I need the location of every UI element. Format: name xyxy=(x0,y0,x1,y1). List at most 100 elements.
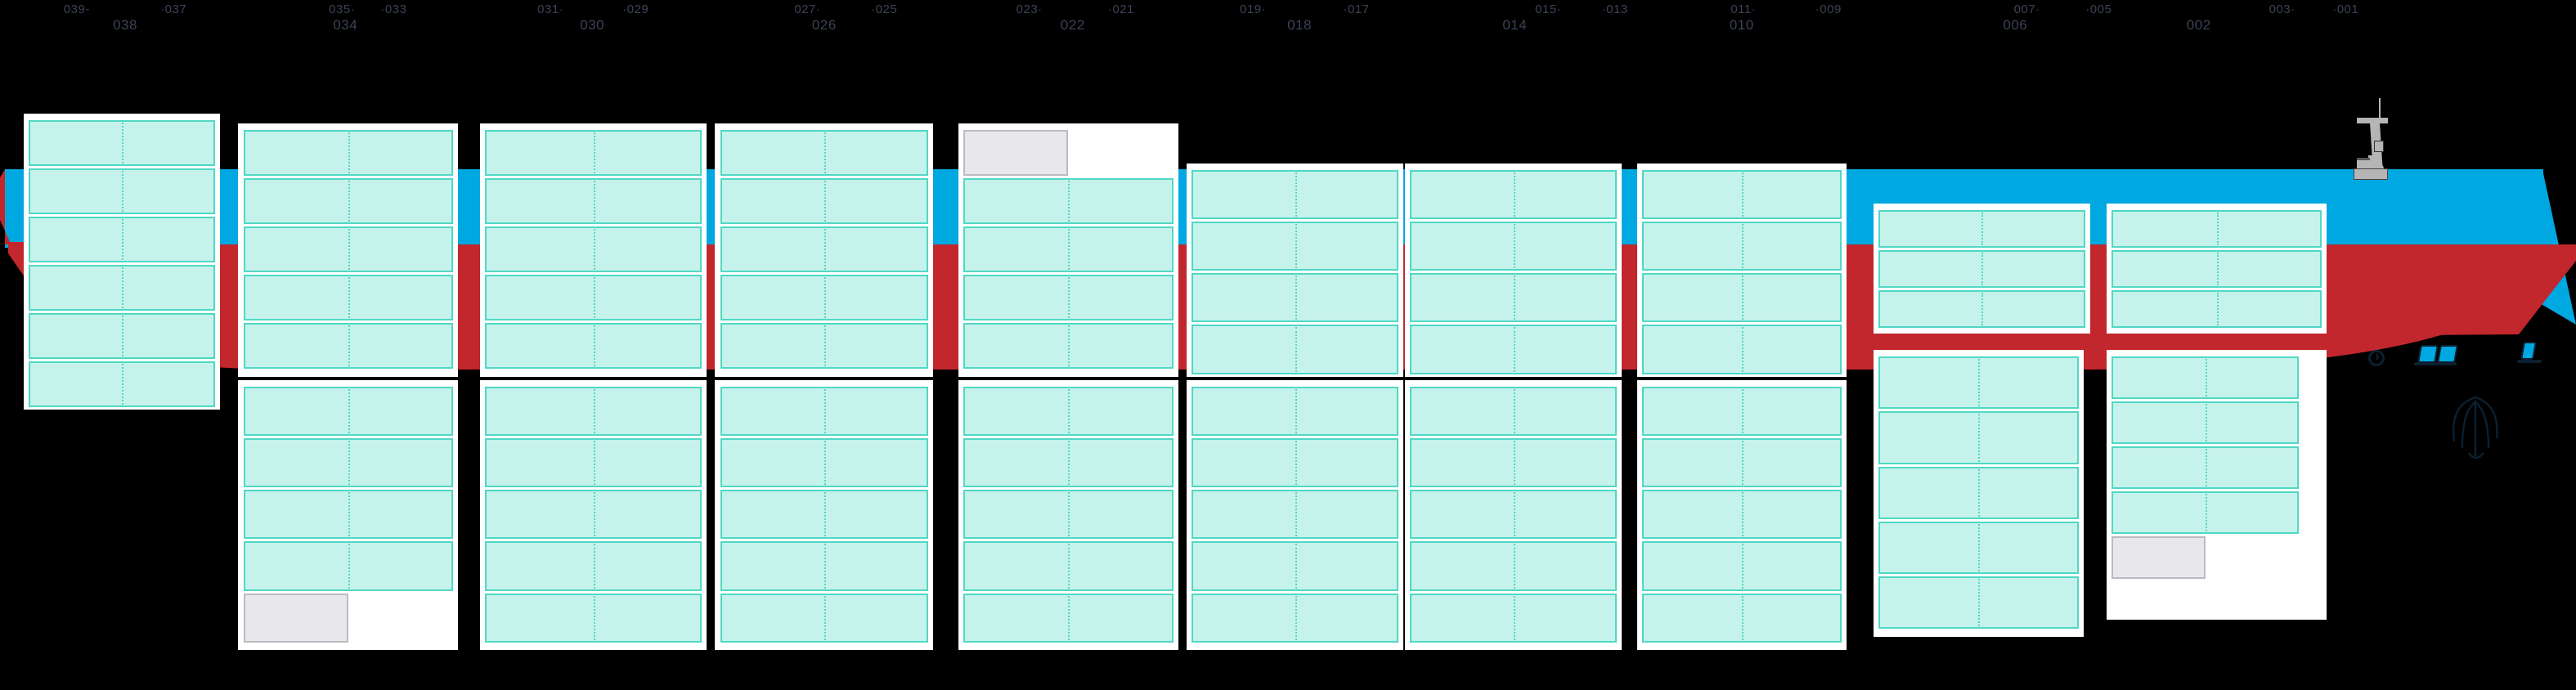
container-slot[interactable] xyxy=(963,541,1174,591)
container-slot[interactable] xyxy=(963,226,1174,273)
container-slot[interactable] xyxy=(720,275,929,321)
container-slot[interactable] xyxy=(963,386,1174,436)
container-slot[interactable] xyxy=(1410,222,1618,271)
container-slot[interactable] xyxy=(243,275,454,321)
container-slot[interactable] xyxy=(1192,325,1399,374)
bay-label-odd: ·013 xyxy=(1601,2,1628,16)
container-slot[interactable] xyxy=(1410,541,1618,591)
container-slot[interactable] xyxy=(2112,491,2299,535)
container-slot[interactable] xyxy=(243,323,454,370)
container-slot[interactable] xyxy=(1641,593,1842,643)
container-slot[interactable] xyxy=(485,129,702,177)
container-slot[interactable] xyxy=(1641,169,1842,220)
container-slot[interactable] xyxy=(1641,386,1842,436)
empty-container-slot[interactable] xyxy=(243,593,348,643)
container-slot[interactable] xyxy=(1641,325,1842,374)
container-slot[interactable] xyxy=(243,541,454,591)
container-slot[interactable] xyxy=(720,593,929,643)
container-slot[interactable] xyxy=(485,438,702,488)
container-slot[interactable] xyxy=(720,438,929,488)
container-slot[interactable] xyxy=(243,490,454,540)
container-slot[interactable] xyxy=(963,438,1174,488)
container-slot[interactable] xyxy=(963,323,1174,370)
container-slot[interactable] xyxy=(28,313,215,360)
mast-crosstree-icon xyxy=(2357,118,2388,123)
container-slot[interactable] xyxy=(243,129,454,177)
container-slot[interactable] xyxy=(1878,576,2079,630)
container-slot[interactable] xyxy=(963,593,1174,643)
container-slot[interactable] xyxy=(243,386,454,436)
container-slot[interactable] xyxy=(1878,466,2079,519)
bay-label-even: 026 xyxy=(811,17,837,33)
container-slot[interactable] xyxy=(1641,490,1842,540)
mast-deckhouse-icon xyxy=(2354,168,2388,180)
container-slot[interactable] xyxy=(28,216,215,262)
container-slot[interactable] xyxy=(28,265,215,311)
container-slot[interactable] xyxy=(28,119,215,166)
container-slot[interactable] xyxy=(28,361,215,408)
bay-label-even: 018 xyxy=(1287,17,1313,33)
container-slot[interactable] xyxy=(1878,249,2085,288)
container-slot[interactable] xyxy=(1641,438,1842,488)
container-slot[interactable] xyxy=(1192,386,1399,436)
container-slot[interactable] xyxy=(1878,209,2085,248)
container-slot[interactable] xyxy=(1878,411,2079,464)
container-slot[interactable] xyxy=(2112,209,2322,248)
container-slot[interactable] xyxy=(963,178,1174,225)
empty-container-slot[interactable] xyxy=(963,129,1069,177)
container-slot[interactable] xyxy=(485,490,702,540)
container-slot[interactable] xyxy=(1410,593,1618,643)
container-slot[interactable] xyxy=(243,178,454,225)
bay-label-odd: 023· xyxy=(1016,2,1043,16)
container-slot[interactable] xyxy=(1641,222,1842,271)
container-slot[interactable] xyxy=(720,178,929,225)
container-slot[interactable] xyxy=(1410,386,1618,436)
container-slot[interactable] xyxy=(720,129,929,177)
container-slot[interactable] xyxy=(1641,273,1842,323)
container-slot[interactable] xyxy=(2112,249,2322,288)
container-slot[interactable] xyxy=(2112,446,2299,490)
container-slot[interactable] xyxy=(1192,169,1399,220)
container-slot[interactable] xyxy=(1878,521,2079,575)
container-slot[interactable] xyxy=(485,275,702,321)
container-slot[interactable] xyxy=(485,178,702,225)
container-slot[interactable] xyxy=(2112,356,2299,400)
container-slot[interactable] xyxy=(28,168,215,214)
container-slot[interactable] xyxy=(720,541,929,591)
bay-label-even: 006 xyxy=(2003,17,2028,33)
porthole-icon xyxy=(2368,350,2385,366)
container-slot[interactable] xyxy=(1878,289,2085,328)
container-slot[interactable] xyxy=(485,541,702,591)
container-slot[interactable] xyxy=(963,275,1174,321)
container-slot[interactable] xyxy=(720,226,929,273)
container-slot[interactable] xyxy=(1192,222,1399,271)
container-slot[interactable] xyxy=(1192,438,1399,488)
container-slot[interactable] xyxy=(1192,490,1399,540)
container-slot[interactable] xyxy=(720,323,929,370)
container-slot[interactable] xyxy=(1192,273,1399,323)
container-slot[interactable] xyxy=(1641,541,1842,591)
container-slot[interactable] xyxy=(2112,401,2299,445)
container-slot[interactable] xyxy=(243,438,454,488)
container-slot[interactable] xyxy=(1410,325,1618,374)
container-slot[interactable] xyxy=(485,323,702,370)
container-slot[interactable] xyxy=(1410,169,1618,220)
empty-container-slot[interactable] xyxy=(2112,536,2206,580)
container-slot[interactable] xyxy=(720,386,929,436)
container-slot[interactable] xyxy=(1192,593,1399,643)
bay-label-odd: 003· xyxy=(2269,2,2296,16)
container-slot[interactable] xyxy=(1410,273,1618,323)
container-slot[interactable] xyxy=(485,593,702,643)
container-slot[interactable] xyxy=(720,490,929,540)
container-slot[interactable] xyxy=(1878,356,2079,410)
container-slot[interactable] xyxy=(963,490,1174,540)
container-slot[interactable] xyxy=(485,226,702,273)
container-slot[interactable] xyxy=(485,386,702,436)
container-slot[interactable] xyxy=(1410,438,1618,488)
container-slot[interactable] xyxy=(1410,490,1618,540)
bay-label-odd: ·029 xyxy=(622,2,649,16)
container-slot[interactable] xyxy=(1192,541,1399,591)
container-slot[interactable] xyxy=(243,226,454,273)
container-slot[interactable] xyxy=(2112,289,2322,328)
